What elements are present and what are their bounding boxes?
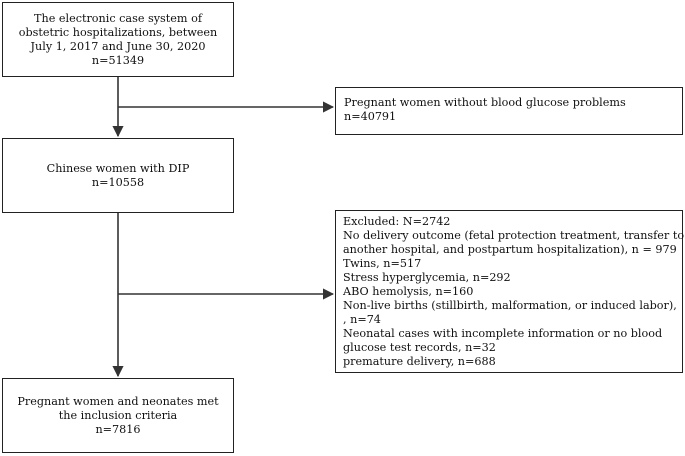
source-population-box: The electronic case system of obstetric …	[2, 2, 234, 77]
exclusion-reason-line: another hospital, and postpartum hospita…	[343, 243, 677, 256]
dip-label: Chinese women with DIP	[46, 161, 190, 175]
source-line-1: The electronic case system of	[34, 11, 202, 25]
included-line-2: the inclusion criteria	[58, 408, 178, 422]
exclusion-reason-line: Stress hyperglycemia, n=292	[343, 271, 511, 284]
excluded-no-glucose-box: Pregnant women without blood glucose pro…	[335, 87, 683, 135]
source-count: n=51349	[91, 53, 145, 67]
exclusion-reasons-box: Excluded: N=2742 No delivery outcome (fe…	[335, 210, 685, 373]
exclusion-reason-line: , n=74	[343, 313, 381, 326]
exclusion-reason-line: Neonatal cases with incomplete informati…	[343, 327, 663, 340]
dip-women-box: Chinese women with DIP n=10558	[2, 138, 234, 213]
excluded-glucose-count: n=40791	[344, 110, 397, 123]
dip-count: n=10558	[91, 175, 145, 189]
exclusion-reason-line: ABO hemolysis, n=160	[343, 285, 474, 298]
exclusion-reason-line: premature delivery, n=688	[343, 355, 496, 368]
excluded-glucose-label: Pregnant women without blood glucose pro…	[344, 96, 626, 109]
excluded-total: Excluded: N=2742	[343, 215, 451, 228]
included-population-box: Pregnant women and neonates met the incl…	[2, 378, 234, 453]
source-line-2: obstetric hospitalizations, between	[18, 25, 218, 39]
exclusion-reason-line: Twins, n=517	[343, 257, 422, 270]
included-line-1: Pregnant women and neonates met	[17, 394, 219, 408]
exclusion-reason-line: Non-live births (stillbirth, malformatio…	[343, 299, 677, 312]
source-line-3: July 1, 2017 and June 30, 2020	[30, 39, 206, 53]
exclusion-reason-line: glucose test records, n=32	[343, 341, 496, 354]
exclusion-reason-line: No delivery outcome (fetal protection tr…	[343, 229, 685, 242]
included-count: n=7816	[95, 422, 141, 436]
